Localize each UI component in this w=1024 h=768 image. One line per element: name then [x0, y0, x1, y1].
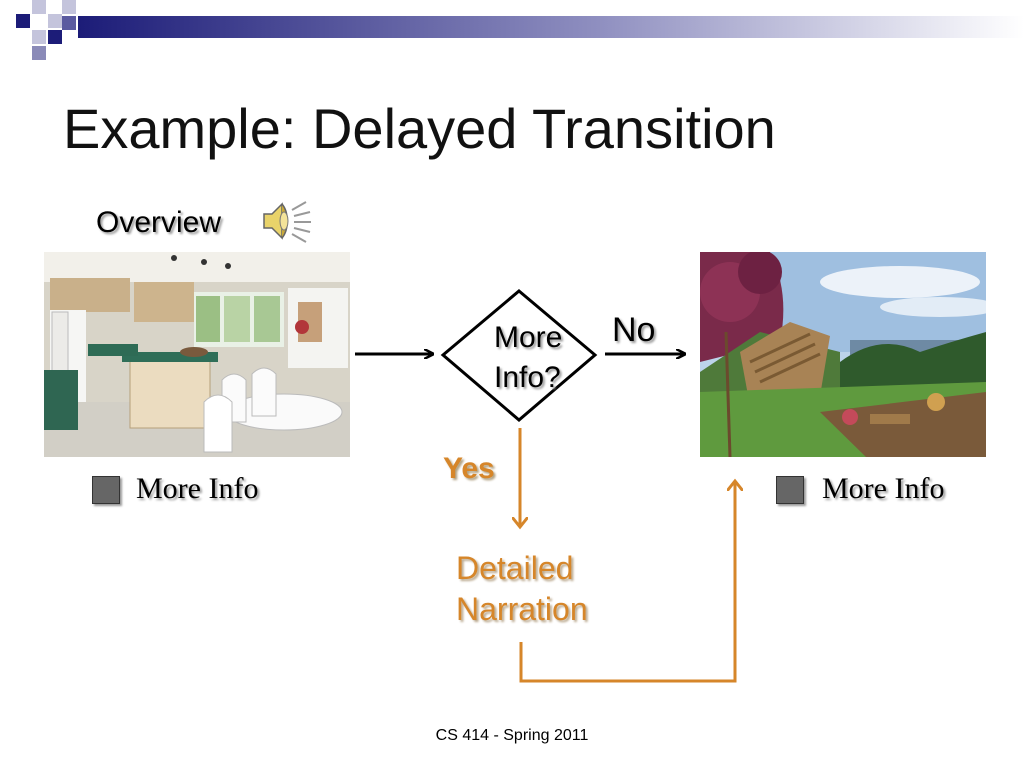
decision-line-2: Info?: [494, 361, 561, 394]
slide-footer: CS 414 - Spring 2011: [435, 727, 589, 744]
more-info-square-button-right[interactable]: [776, 476, 804, 504]
overview-label: Overview: [96, 206, 222, 239]
speaker-icon[interactable]: [258, 196, 314, 248]
garden-photo: [700, 252, 986, 457]
detailed-narration-label: Detailed Narration: [456, 548, 588, 630]
top-banner: [0, 0, 1024, 62]
slide-title: Example: Delayed Transition: [63, 97, 776, 160]
detailed-line-2: Narration: [456, 591, 588, 627]
kitchen-photo: [44, 252, 350, 457]
more-info-link-left[interactable]: More Info: [136, 472, 259, 505]
decision-label: More Info?: [494, 318, 584, 398]
more-info-square-button-left[interactable]: [92, 476, 120, 504]
yes-label: Yes: [443, 452, 495, 485]
detailed-line-1: Detailed: [456, 550, 574, 586]
banner-graphic: [16, 0, 1024, 60]
decision-line-1: More: [494, 321, 563, 354]
more-info-link-right[interactable]: More Info: [822, 472, 945, 505]
no-label: No: [612, 311, 656, 349]
